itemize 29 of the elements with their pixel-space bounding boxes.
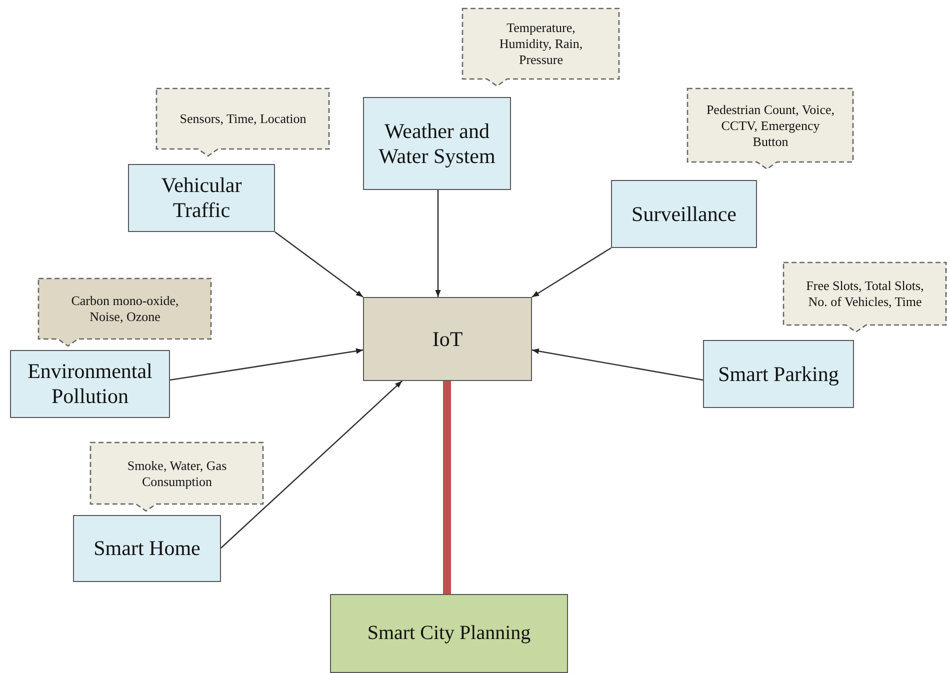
callout-text: Temperature, Humidity, Rain, Pressure [498, 20, 584, 68]
process-box [73, 515, 221, 582]
box-label: Surveillance [632, 202, 736, 226]
box-label: Vehicular Traffic [160, 173, 243, 223]
process-box [611, 180, 757, 248]
arrow [532, 247, 612, 298]
process-box [363, 297, 532, 381]
process-box [10, 350, 170, 418]
callout-text: Pedestrian Count, Voice, CCTV, Emergency Button [705, 102, 836, 150]
arrow [220, 380, 402, 548]
box-label: Smart City Planning [367, 622, 531, 645]
process-box [128, 164, 275, 232]
arrow [170, 348, 364, 381]
process-box [703, 340, 854, 408]
box-label: Smart Home [94, 536, 200, 561]
arrow [274, 231, 364, 298]
process-box [330, 594, 568, 673]
connector-line [443, 381, 451, 594]
callout-text: Free Slots, Total Slots, No. of Vehicles, Time [805, 278, 925, 310]
box-label: Smart Parking [718, 362, 839, 386]
callout-text: Smoke, Water, Gas Consumption [126, 458, 228, 490]
process-box [363, 97, 511, 190]
callout-text: Carbon mono-oxide, Noise, Ozone [70, 293, 180, 325]
callout-text: Sensors, Time, Location [180, 111, 306, 127]
arrow [532, 348, 704, 381]
box-label: IoT [432, 326, 463, 352]
box-label: Weather and Water System [378, 118, 496, 168]
box-label: Environmental Pollution [26, 359, 154, 409]
arrow [435, 190, 441, 297]
